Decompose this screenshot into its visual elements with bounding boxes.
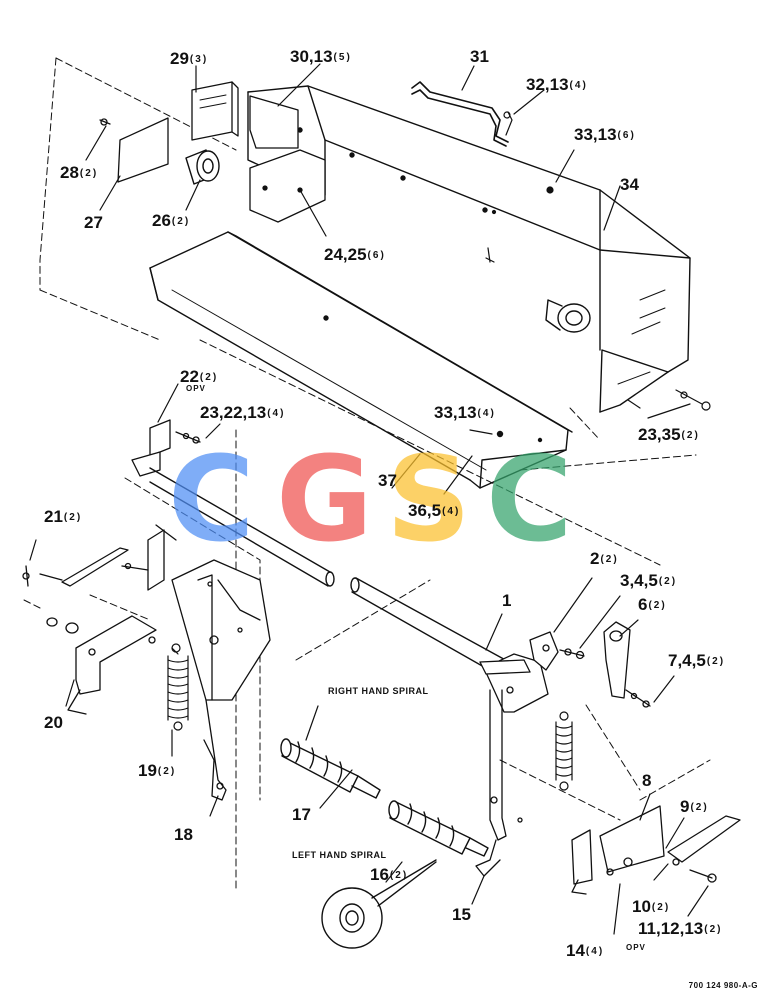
bracket-8 [571,805,741,895]
callout-37: 37 [378,471,397,490]
callout-3-4-5: 3,4,5(2) [620,571,678,590]
drawing-number: 700 124 980-A-G [688,981,758,990]
callout-1: 1 [502,591,512,610]
spiral-roller-17 [280,738,381,799]
callout-7-4-5: 7,4,5(2) [668,651,726,670]
callout-31: 31 [470,47,489,66]
leader-lines [29,63,709,935]
callout-30-13: 30,13(5) [290,47,352,66]
callout-15: 15 [452,905,471,924]
phantom-lines [23,57,711,891]
watermark-letter: C [168,430,255,568]
bracket-6 [603,621,651,708]
left-arm-assembly [147,524,271,801]
callout-20: 20 [44,713,63,732]
callout-19: 19(2) [138,761,177,780]
callout-14: 14(4)OPV [566,941,646,960]
note-left-hand-spiral: LEFT HAND SPIRAL [292,850,387,860]
side-plate-30 [249,95,326,223]
spring-19 [167,643,189,731]
callout-17: 17 [292,805,311,824]
handle-31 [411,81,509,147]
note-right-hand-spiral: RIGHT HAND SPIRAL [328,686,429,696]
callout-32-13: 32,13(4) [526,75,588,94]
spacer-29 [191,81,239,141]
callout-11-12-13: 11,12,13(2) [638,919,723,938]
callout-22: 22(2)OPV [180,367,219,393]
callout-23-35: 23,35(2) [638,425,700,444]
right-arm-assembly [475,653,549,877]
callout-29: 29(3) [170,49,209,68]
callout-18: 18 [174,825,193,844]
callout-6: 6(2) [638,595,667,614]
callout-33-13-mid: 33,13(4) [434,403,496,422]
callout-16: 16(2) [370,865,409,884]
watermark-letter: G [276,430,373,568]
callout-2: 2(2) [590,549,619,568]
watermark-letter: C [486,430,573,568]
callout-8: 8 [642,771,652,790]
cgsc-watermark: C G S C [168,440,598,558]
spring-right [555,711,573,791]
bracket-20 [22,547,157,715]
callout-28: 28(2) [60,163,99,182]
callout-9: 9(2) [680,797,709,816]
callout-10: 10(2) [632,897,671,916]
callout-34: 34 [620,175,639,194]
watermark-letter: S [386,430,471,568]
callout-23-22-13: 23,22,13(4) [200,403,286,422]
tray-37 [149,231,573,489]
bolt-23-35 [627,389,711,411]
bolt-32 [485,111,554,263]
plate-27 [99,117,169,183]
callout-33-13-top: 33,13(6) [574,125,636,144]
arm-2 [529,631,585,671]
callout-21: 21(2) [44,507,83,526]
callout-26: 26(2) [152,211,191,230]
spiral-roller-left [388,800,489,857]
callout-36-5: 36,5(4) [408,501,461,520]
callout-24-25: 24,25(6) [324,245,386,264]
callout-27: 27 [84,213,103,232]
roller-26 [185,149,220,185]
bearing-16-detail [321,859,437,949]
